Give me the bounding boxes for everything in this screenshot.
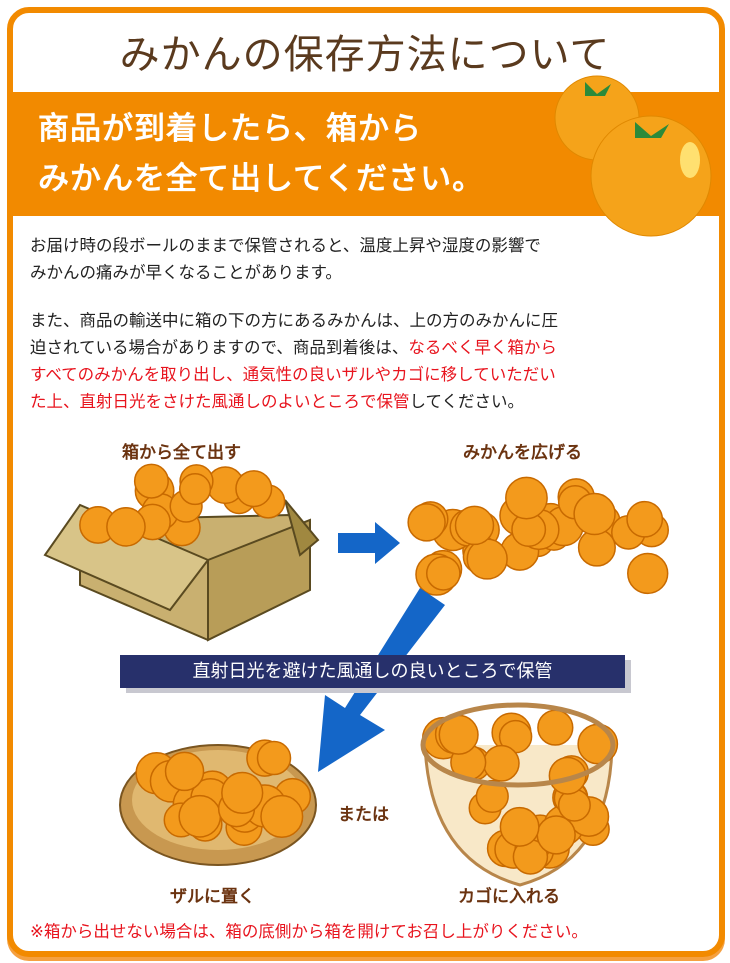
mikan-orange	[573, 492, 616, 536]
mikan-orange	[537, 709, 574, 746]
paragraph-2-line: また、商品の輸送中に箱の下の方にあるみかんは、上の方のみかんに圧	[30, 311, 558, 330]
mikan-orange	[627, 552, 669, 595]
highlight-text: すべてのみかんを取り出し、通気性の良いザルやカゴに移していただい	[30, 365, 556, 384]
mikan-orange	[235, 470, 273, 508]
zaru-basket-illustration	[119, 739, 317, 866]
banner-mikan-icon	[554, 75, 712, 237]
mikan-orange	[475, 779, 509, 814]
cardboard-box-illustration	[43, 463, 320, 642]
highlight-text: なるべく早く箱から	[408, 338, 557, 357]
storage-banner: 直射日光を避けた風通しの良いところで保管	[120, 655, 625, 688]
mikan-orange	[536, 815, 576, 855]
paragraph-2: また、商品の輸送中に箱の下の方にあるみかんは、上の方のみかんに圧 迫されている場…	[30, 307, 710, 415]
mikan-orange	[133, 463, 169, 499]
kago-net-basket-illustration	[420, 702, 619, 887]
mikan-orange	[425, 556, 461, 591]
mikan-orange	[626, 500, 664, 538]
paragraph-2-line: 迫されている場合がありますので、商品到着後は、なるべく早く箱から	[30, 334, 710, 361]
mikan-orange	[482, 744, 520, 782]
mikan-orange	[260, 794, 304, 838]
step-2-label: みかんを広げる	[463, 443, 582, 463]
paragraph-1-line: みかんの痛みが早くなることがあります。	[30, 263, 342, 282]
page-title: みかんの保存方法について	[119, 32, 611, 78]
mikan-orange	[548, 756, 587, 795]
zaru-label: ザルに置く	[170, 887, 255, 907]
mikan-orange	[454, 505, 495, 546]
mikan-orange	[106, 507, 146, 547]
mikan-orange	[178, 472, 212, 506]
headline-line-1: 商品が到着したら、箱から	[38, 111, 422, 147]
mikan-orange	[505, 476, 548, 520]
headline-text: 商品が到着したら、箱から みかんを全て出してください。	[38, 104, 484, 204]
spread-mikan-illustration	[407, 476, 669, 596]
mikan-orange	[407, 503, 446, 542]
step-1-label: 箱から全て出す	[122, 443, 241, 463]
paragraph-1: お届け時の段ボールのままで保管されると、温度上昇や湿度の影響で みかんの痛みが早…	[30, 232, 710, 286]
mikan-orange	[221, 771, 264, 815]
mikan-orange	[256, 740, 292, 776]
paragraph-1-line: お届け時の段ボールのままで保管されると、温度上昇や湿度の影響で	[30, 236, 541, 255]
mikan-orange	[164, 751, 205, 792]
text: 迫されている場合がありますので、商品到着後は、	[30, 338, 409, 357]
highlight-text: た上、直射日光をさけた風通しのよいところで保管	[30, 392, 410, 411]
headline-line-2: みかんを全て出してください。	[38, 161, 485, 197]
text: してください。	[409, 392, 525, 411]
mikan-orange	[499, 806, 540, 847]
or-label: または	[338, 805, 389, 825]
kago-label: カゴに入れる	[458, 887, 560, 907]
mikan-orange	[178, 794, 222, 838]
footnote: ※箱から出せない場合は、箱の底側から箱を開けてお召し上がりください。	[30, 922, 588, 941]
right-arrow-icon	[338, 522, 400, 564]
